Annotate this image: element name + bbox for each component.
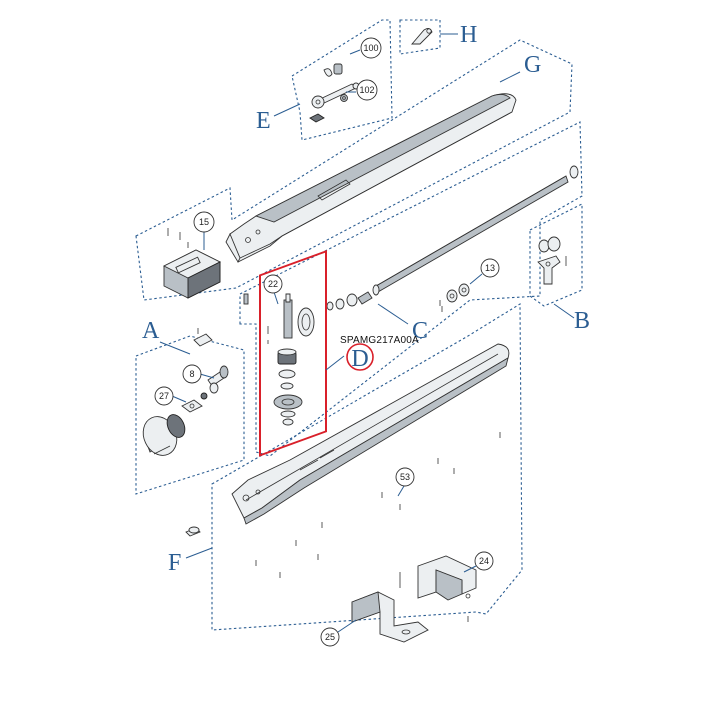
group-d-highlight-circle: [346, 343, 374, 371]
group-b-bracket: [537, 236, 567, 285]
svg-text:25: 25: [325, 632, 335, 642]
group-h-outline: [399, 19, 441, 55]
group-f-outline: [211, 303, 523, 631]
callout-102: 102: [346, 79, 378, 101]
group-label-g: G: [524, 52, 541, 78]
group-f-base: [185, 343, 510, 578]
callout-27: 27: [154, 386, 187, 406]
leader-d: [325, 355, 345, 371]
svg-text:100: 100: [363, 43, 378, 53]
leader-c: [377, 303, 409, 325]
group-label-b: B: [574, 308, 590, 334]
callout-24: 24: [463, 551, 494, 573]
group-h-part: [411, 27, 433, 45]
group-c-outline: [239, 121, 583, 457]
group-c-shaft: [243, 165, 579, 311]
svg-text:24: 24: [479, 556, 489, 566]
svg-text:27: 27: [159, 391, 169, 401]
group-label-a: A: [142, 318, 160, 344]
svg-text:53: 53: [400, 472, 410, 482]
svg-text:15: 15: [199, 217, 209, 227]
group-a-outline: [135, 335, 245, 495]
callout-13: 13: [469, 258, 500, 285]
leader-b: [553, 303, 575, 319]
callout-100: 100: [349, 37, 382, 59]
group-d-gearbox: [259, 249, 327, 457]
group-a-motor: [142, 328, 229, 456]
group-e-outline: [291, 19, 393, 141]
group-c-nuts: [439, 283, 470, 312]
mounting-brackets: [351, 555, 477, 643]
group-label-h: H: [460, 22, 477, 48]
highlight-frame: [259, 249, 327, 457]
flashing-light-housing: [162, 228, 222, 299]
svg-text:13: 13: [485, 263, 495, 273]
callout-53: 53: [395, 467, 415, 497]
group-label-d: D: [351, 346, 368, 372]
group-label-e: E: [256, 108, 271, 134]
callout-15: 15: [193, 211, 215, 250]
group-b-outline: [529, 203, 583, 307]
part-code-label: SPAMG217A00A: [340, 335, 419, 346]
group-label-c: C: [412, 318, 428, 344]
callout-22: 22: [263, 274, 283, 305]
leader-g: [499, 71, 521, 83]
group-label-f: F: [168, 550, 181, 576]
group-e-parts: [309, 63, 360, 123]
svg-text:22: 22: [268, 279, 278, 289]
group-g-cover: [225, 93, 517, 263]
callout-8: 8: [182, 364, 215, 384]
leader-f: [185, 547, 213, 559]
leader-e: [273, 103, 301, 117]
svg-text:8: 8: [189, 369, 194, 379]
svg-text:102: 102: [359, 85, 374, 95]
group-g-outline: [135, 39, 573, 301]
leader-a: [159, 341, 191, 355]
callout-25: 25: [320, 619, 357, 647]
